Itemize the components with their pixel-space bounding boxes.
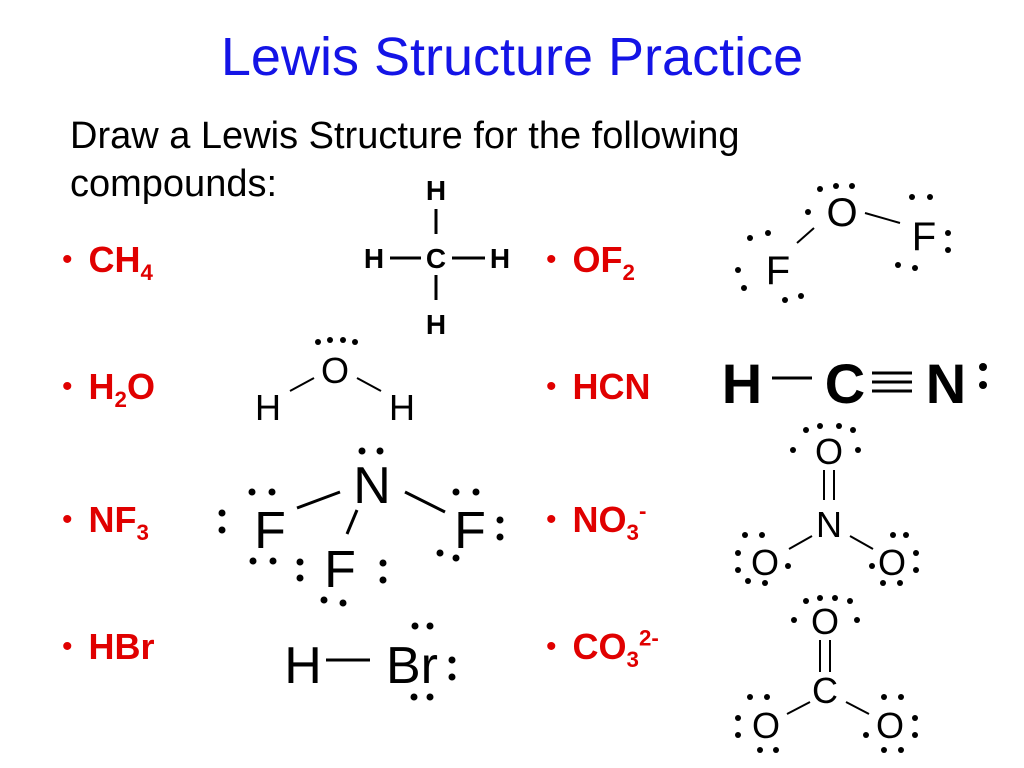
atom-h: H (490, 243, 510, 274)
formula-base: NF (88, 499, 137, 540)
bullet-hcn: • HCN (546, 367, 651, 410)
atom-h: H (426, 309, 446, 340)
bullet-marker: • (546, 503, 557, 536)
atom-o: O (876, 705, 904, 746)
lewis-ch4: H C H H H (364, 175, 510, 340)
formula-base: HBr (88, 626, 155, 667)
bullet-co3: • CO32- (546, 625, 659, 672)
bullet-marker: • (546, 630, 557, 663)
formula-base: CH (88, 239, 141, 280)
formula-subscript: 3 (136, 519, 149, 545)
formula-base: H (88, 366, 115, 407)
atom-h: H (284, 637, 322, 695)
atom-n: N (353, 457, 391, 515)
bullet-ch4: • CH4 (62, 239, 153, 285)
formula-subscript: 2 (622, 259, 635, 285)
formula-tail: O (126, 366, 155, 407)
atom-f: F (324, 541, 356, 599)
slide-title: Lewis Structure Practice (220, 27, 804, 87)
atom-h: H (364, 243, 384, 274)
atom-o: O (815, 431, 843, 472)
formula-charge: - (638, 498, 647, 524)
formula-charge: 2- (638, 625, 659, 651)
atom-h: H (426, 175, 446, 206)
atom-f: F (766, 249, 790, 293)
atom-o: O (752, 705, 780, 746)
atom-br: Br (386, 637, 438, 695)
bullet-nf3: • NF3 (62, 499, 149, 545)
atom-c: C (812, 670, 838, 711)
atom-o: O (878, 542, 906, 583)
atom-o: O (811, 601, 839, 642)
instruction-line-2: compounds: (70, 163, 278, 205)
formula-subscript: 3 (626, 646, 639, 672)
formula-base: HCN (572, 366, 651, 407)
formula-subscript: 4 (140, 259, 153, 285)
atom-c: C (426, 243, 446, 274)
formula-subscript: 3 (626, 519, 639, 545)
atom-o: O (826, 191, 857, 235)
atom-f: F (912, 215, 936, 259)
atom-h: H (389, 387, 415, 428)
bullet-hbr: • HBr (62, 627, 155, 670)
instruction-line-1: Draw a Lewis Structure for the following (70, 115, 740, 157)
formula-base: NO (572, 499, 627, 540)
atom-o: O (321, 350, 349, 391)
atom-n: N (926, 352, 966, 415)
bullet-marker: • (546, 370, 557, 403)
lewis-no3: O N O O (735, 423, 919, 586)
lewis-hcn: H C N (722, 352, 987, 415)
atom-h: H (722, 352, 762, 415)
lewis-hbr: H Br (284, 622, 456, 701)
bullet-marker: • (62, 630, 73, 663)
formula-base: CO (572, 626, 627, 667)
instruction-text: Draw a Lewis Structure for the following… (70, 112, 890, 208)
atom-c: C (825, 352, 865, 415)
atom-f: F (454, 502, 486, 560)
lewis-nf3: N F F F (218, 447, 504, 607)
atom-f: F (254, 502, 286, 560)
bullet-marker: • (62, 243, 73, 276)
bullet-no3: • NO3- (546, 498, 647, 545)
lewis-of2: O F F (735, 183, 951, 303)
bullet-of2: • OF2 (546, 239, 635, 285)
formula-base: OF (572, 239, 623, 280)
bullet-marker: • (62, 370, 73, 403)
formula-subscript: 2 (114, 386, 127, 412)
bullet-marker: • (62, 503, 73, 536)
atom-h: H (255, 387, 281, 428)
bullet-h2o: • H2O (62, 366, 155, 412)
atom-o: O (751, 542, 779, 583)
bullet-marker: • (546, 243, 557, 276)
atom-n: N (816, 504, 842, 545)
lewis-h2o: O H H (255, 337, 415, 428)
lewis-co3: O C O O (735, 595, 918, 753)
